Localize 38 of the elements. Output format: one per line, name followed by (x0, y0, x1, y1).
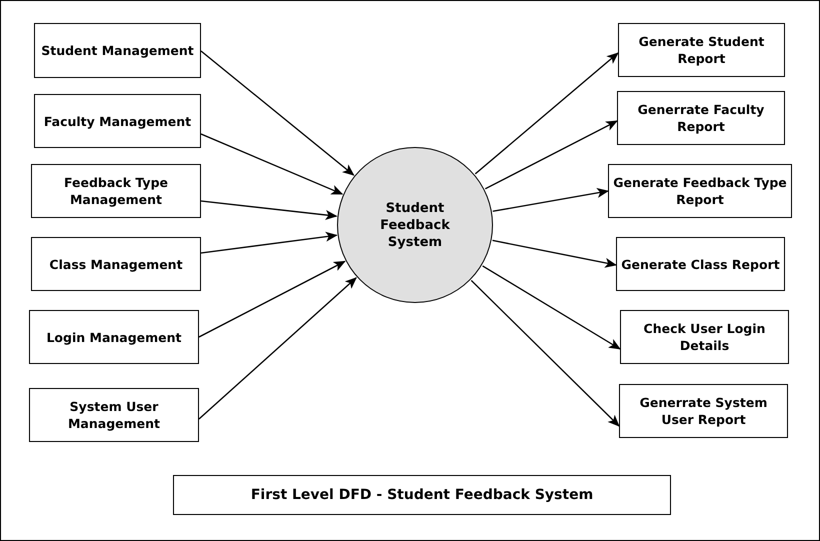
arrow (474, 52, 619, 174)
entity-label: Class Management (48, 256, 184, 272)
entity-label: Generrate Faculty Report (636, 101, 766, 135)
entity-label: Login Management (45, 328, 183, 346)
entity-box (617, 91, 785, 145)
arrow (200, 50, 354, 176)
title-box: First Level DFD - Student Feedback System (173, 475, 671, 515)
arrow (484, 120, 618, 190)
entity-box (620, 310, 789, 364)
entity-label: Generate Feedback Type Report (612, 174, 788, 208)
entity-box (29, 388, 199, 442)
entity-box (618, 23, 785, 77)
arrow (198, 277, 357, 420)
entity-box (34, 23, 201, 78)
entity-box (34, 94, 201, 148)
entity-box (608, 164, 792, 218)
entity-label: Faculty Management (42, 112, 192, 130)
process-label: Student Feedback System (379, 200, 451, 250)
arrow (482, 265, 621, 350)
entity-label: System User Management (66, 398, 161, 432)
arrow (200, 133, 344, 195)
entity-label: Generate Class Report (620, 256, 781, 272)
arrow (492, 188, 609, 212)
arrow (470, 280, 620, 427)
entity-label: Feedback Type Management (62, 174, 169, 208)
entity-box (31, 164, 201, 218)
entity-box (616, 237, 785, 291)
entity-box (619, 384, 788, 438)
arrow (200, 200, 338, 220)
arrow (492, 240, 617, 268)
entity-label: Check User Login Details (642, 320, 766, 354)
entity-box (31, 237, 201, 291)
entity-label: Student Management (40, 42, 195, 59)
entity-label: Generate Student Report (638, 33, 766, 67)
arrow (200, 232, 338, 254)
entity-box (29, 310, 199, 364)
arrow (198, 260, 346, 338)
entity-label: Generrate System User Report (638, 394, 768, 428)
